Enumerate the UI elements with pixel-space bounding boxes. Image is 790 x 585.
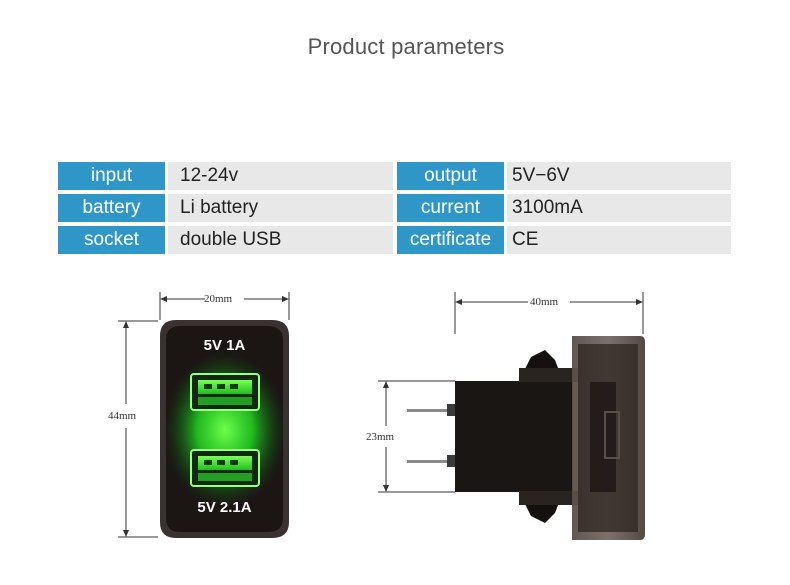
param-row: socket double USB certificate CE [58,226,731,254]
usb-port-top [190,373,260,411]
param-label: certificate [397,226,504,254]
param-row: input 12-24v output 5V−6V [58,162,731,190]
page-title: Product parameters [307,34,505,59]
front-width-dimension: 20mm [204,293,233,305]
param-value: CE [507,226,731,254]
front-view [118,292,290,538]
param-label: output [397,162,504,190]
param-label: input [58,162,165,190]
param-value: 3100mA [507,194,731,222]
usb-port-bottom [190,449,260,487]
param-label: socket [58,226,165,254]
side-view [378,292,645,540]
port-bottom-rating: 5V 2.1A [197,499,252,516]
param-label: battery [58,194,165,222]
param-value: Li battery [168,194,393,222]
param-value: 5V−6V [507,162,731,190]
param-label: current [397,194,504,222]
param-row: battery Li battery current 3100mA [58,194,731,222]
side-width-dimension: 40mm [530,296,559,308]
param-value: 12-24v [168,162,393,190]
side-height-dimension: 23mm [366,431,395,443]
front-height-dimension: 44mm [108,410,137,422]
param-value: double USB [168,226,393,254]
port-top-rating: 5V 1A [203,337,246,354]
